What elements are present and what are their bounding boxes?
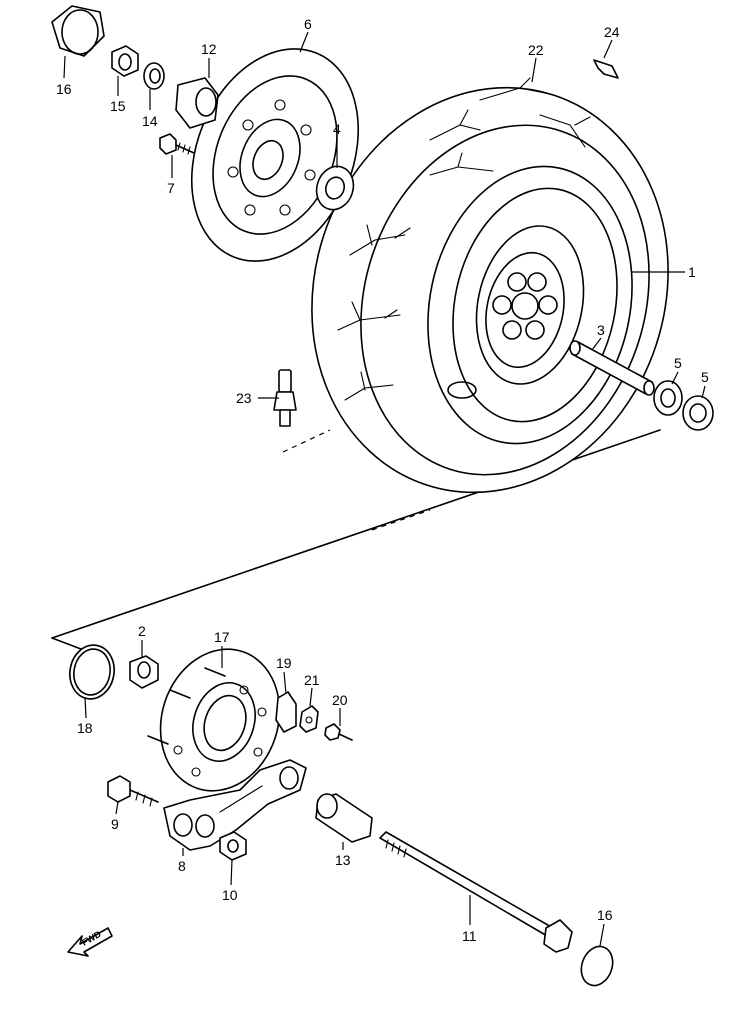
bracket-21 <box>299 705 319 733</box>
cap-16-bottom <box>580 945 614 987</box>
callout-5a: 5 <box>674 355 682 371</box>
callout-3: 3 <box>597 322 605 338</box>
brake-disc <box>190 48 360 262</box>
spacer-12 <box>175 77 219 129</box>
callout-15: 15 <box>110 98 126 114</box>
callout-6: 6 <box>304 16 312 32</box>
callout-8: 8 <box>178 858 186 874</box>
callout-12: 12 <box>201 41 217 57</box>
rear-axle <box>379 831 573 953</box>
callout-7: 7 <box>167 180 175 196</box>
callout-13: 13 <box>335 852 351 868</box>
torque-link <box>163 759 307 851</box>
callout-14: 14 <box>142 113 158 129</box>
screw-20 <box>324 723 353 741</box>
clip-19 <box>275 691 297 733</box>
leader-lines <box>63 31 706 947</box>
callout-numbers: 1 2 3 4 5 5 6 7 8 9 10 11 12 13 14 15 16… <box>56 16 709 944</box>
link-bolt <box>107 775 159 807</box>
callout-4: 4 <box>333 121 341 137</box>
callout-18: 18 <box>77 720 93 736</box>
fwd-arrow-icon: FWD <box>67 927 113 957</box>
callout-19: 19 <box>276 655 292 671</box>
callout-23: 23 <box>236 390 252 406</box>
bearing-5a <box>653 380 683 416</box>
bearing-5b <box>682 395 714 431</box>
balance-weight <box>593 59 619 79</box>
callout-24: 24 <box>604 24 620 40</box>
rear-hub <box>147 648 281 792</box>
nut-10 <box>219 831 247 861</box>
air-valve <box>273 369 297 427</box>
callout-5b: 5 <box>701 369 709 385</box>
cap-16-top <box>51 5 105 57</box>
disc-bolt <box>159 133 195 155</box>
wheel-spacer <box>569 340 655 396</box>
callout-21: 21 <box>304 672 320 688</box>
callout-16-bottom: 16 <box>597 907 613 923</box>
callout-9: 9 <box>111 816 119 832</box>
spacer-13 <box>315 793 373 843</box>
washer-14 <box>143 62 165 90</box>
callout-16-top: 16 <box>56 81 72 97</box>
callout-1: 1 <box>688 264 696 280</box>
callout-2: 2 <box>138 623 146 639</box>
callout-20: 20 <box>332 692 348 708</box>
callout-22: 22 <box>528 42 544 58</box>
bearing-4 <box>315 165 355 211</box>
wheel-rim <box>427 165 633 445</box>
o-ring <box>69 644 115 700</box>
callout-10: 10 <box>222 887 238 903</box>
seal-2 <box>129 655 159 689</box>
nut-15 <box>111 45 139 77</box>
callout-11: 11 <box>462 928 477 944</box>
callout-17: 17 <box>214 629 230 645</box>
